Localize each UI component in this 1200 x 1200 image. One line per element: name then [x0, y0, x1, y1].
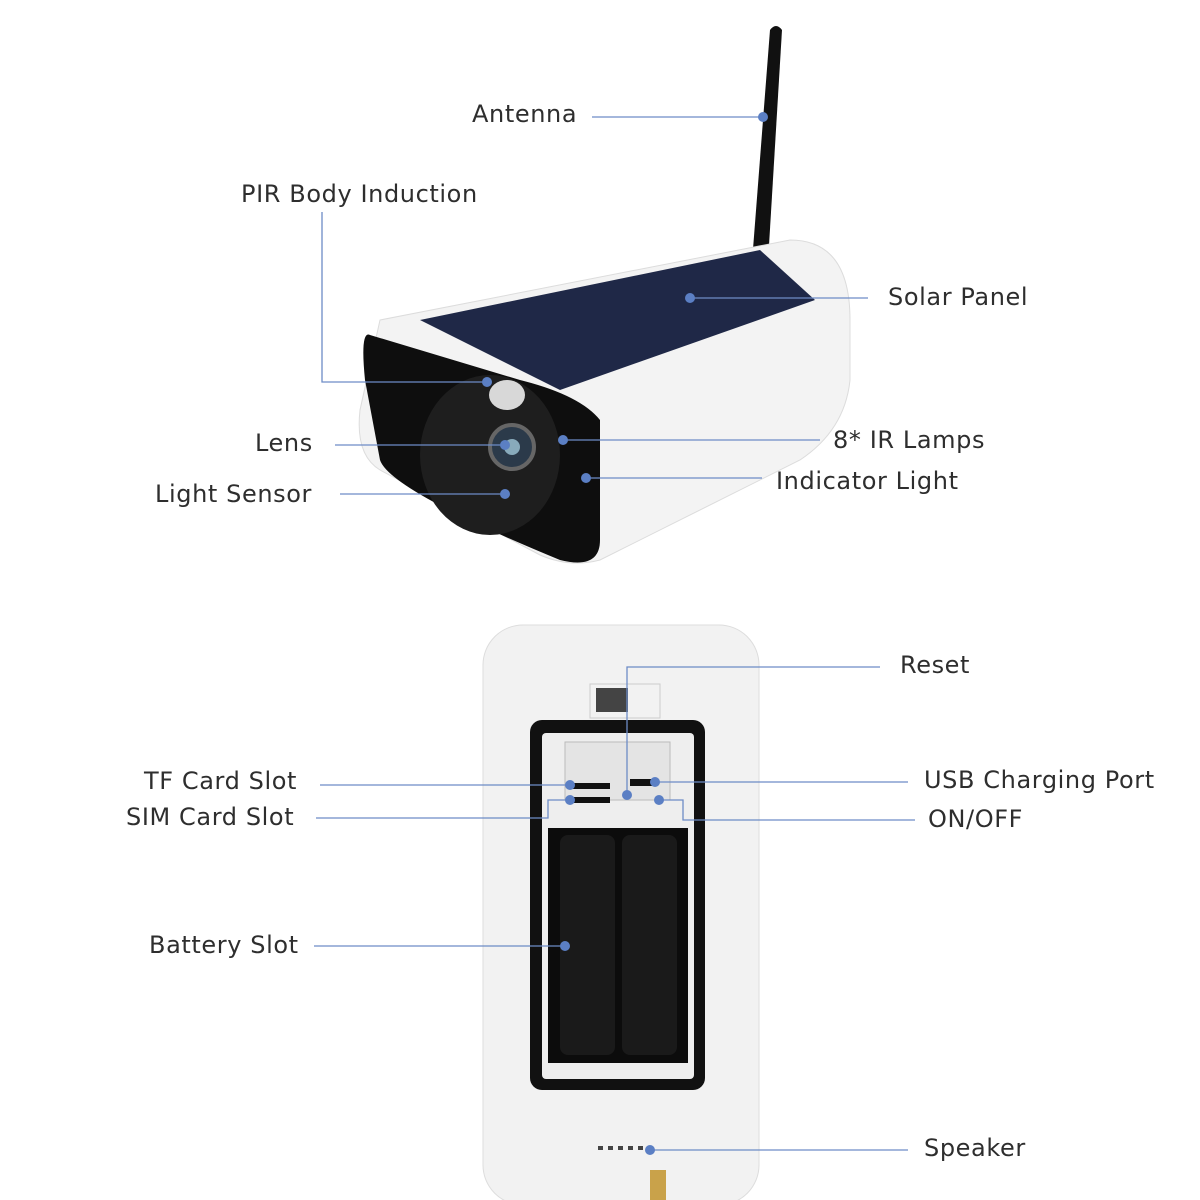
camera-back: [482, 624, 760, 1200]
label-on-off: ON/OFF: [928, 805, 1024, 833]
label-reset: Reset: [900, 651, 971, 679]
speaker-grille: [598, 1146, 643, 1150]
label-usb: USB Charging Port: [924, 766, 1155, 794]
label-lens: Lens: [255, 429, 313, 457]
bullet-camera: [358, 26, 851, 564]
sim-card-slot: [570, 797, 610, 803]
battery-slot-2: [622, 835, 677, 1055]
tf-card-slot: [570, 783, 610, 789]
label-light-sensor: Light Sensor: [155, 480, 312, 508]
leader-dots: [482, 112, 768, 1155]
label-antenna: Antenna: [472, 100, 578, 128]
label-solar-panel: Solar Panel: [888, 283, 1029, 311]
label-sim-card: SIM Card Slot: [126, 803, 295, 831]
label-battery: Battery Slot: [149, 931, 299, 959]
leader-lines: [314, 116, 915, 1151]
label-speaker: Speaker: [924, 1134, 1026, 1162]
label-pir: PIR Body Induction: [241, 180, 478, 208]
antenna-connector: [650, 1170, 666, 1200]
label-tf-card: TF Card Slot: [144, 767, 298, 795]
antenna: [752, 26, 782, 262]
usb-port: [630, 779, 656, 786]
battery-slot-1: [560, 835, 615, 1055]
pir-sensor: [489, 380, 525, 410]
label-ir-lamps: 8* IR Lamps: [833, 426, 986, 454]
solar-panel: [420, 250, 815, 390]
label-indicator-light: Indicator Light: [776, 467, 959, 495]
